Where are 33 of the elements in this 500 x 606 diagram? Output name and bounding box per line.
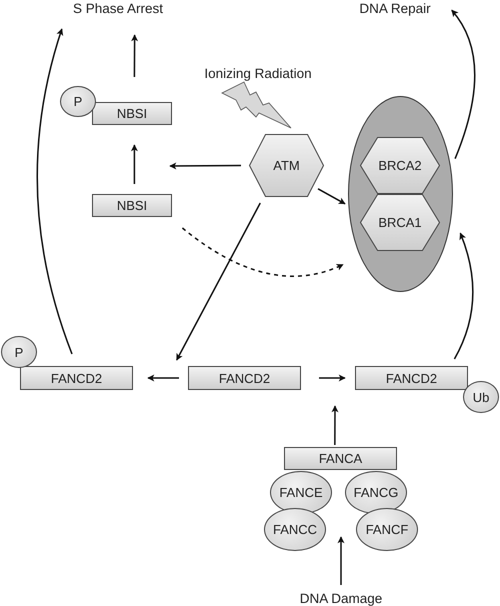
protein-ellipse: FANCG: [345, 471, 407, 514]
modification-circle: P: [60, 86, 96, 117]
modification-circle: Ub: [463, 381, 499, 413]
arrow: [176, 202, 261, 361]
arrow: [169, 162, 241, 170]
arrow: [318, 188, 346, 204]
arrow: [454, 232, 474, 360]
pathway-label: S Phase Arrest: [66, 0, 170, 17]
arrow: [36, 28, 73, 354]
pathway-label: DNA Damage: [290, 590, 392, 606]
protein-box: FANCD2: [188, 366, 301, 390]
protein-box: FANCA: [284, 447, 397, 470]
arrow: [319, 374, 346, 382]
arrow: [338, 536, 344, 585]
arrow: [147, 374, 179, 382]
protein-box: FANCD2: [20, 366, 133, 390]
protein-ellipse: FANCC: [264, 508, 326, 551]
protein-box: NBSI: [92, 194, 172, 217]
modification-circle: P: [1, 336, 37, 368]
protein-box: FANCD2: [355, 366, 468, 390]
protein-ellipse: FANCF: [356, 508, 418, 551]
arrow: [130, 144, 138, 184]
protein-hexagon: BRCA2: [360, 137, 440, 194]
pathway-label: DNA Repair: [352, 0, 438, 17]
arrow: [182, 227, 344, 277]
protein-hexagon: ATM: [249, 134, 324, 197]
arrow: [331, 405, 338, 445]
pathway-label: Ionizing Radiation: [198, 65, 318, 82]
arrow: [451, 10, 476, 159]
protein-box: NBSI: [92, 102, 172, 125]
arrow: [131, 34, 138, 77]
protein-ellipse: FANCE: [270, 471, 332, 514]
protein-hexagon: BRCA1: [360, 194, 440, 251]
